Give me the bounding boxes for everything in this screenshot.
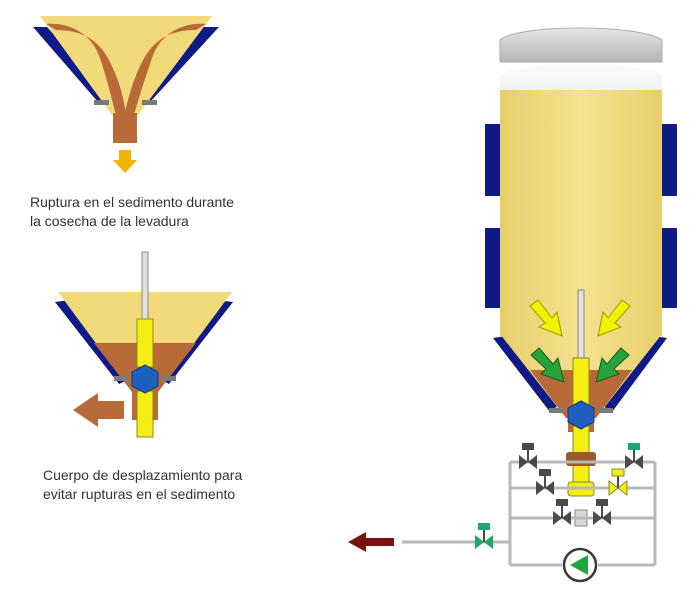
funnel-rupture: [33, 16, 219, 173]
cooling-jacket-mid-left: [485, 228, 500, 308]
valve-dark-lower-left[interactable]: [553, 499, 571, 525]
flow-arrow-yellow-right: [597, 299, 631, 337]
pump[interactable]: [562, 547, 598, 583]
cooling-jacket-mid-right: [662, 228, 677, 308]
flange-right-2: [162, 376, 176, 381]
valve-green-top-right[interactable]: [625, 443, 643, 469]
caption-displacement-body: Cuerpo de desplazamiento para evitar rup…: [43, 466, 283, 504]
valve-dark-mid-left[interactable]: [536, 469, 554, 495]
cone-flange-left: [549, 408, 563, 413]
flange-left-2: [114, 376, 128, 381]
pump-icon: [570, 555, 588, 575]
caption-bottom-line2: evitar rupturas en el sedimento: [43, 486, 236, 502]
foam-head: [500, 65, 662, 92]
harvest-arrow: [113, 150, 137, 173]
tank-displacer-shaft: [572, 357, 590, 407]
flow-arrow-green-left: [530, 347, 565, 383]
sediment-outflow-arrow: [73, 393, 124, 427]
tank-displacer-rod: [577, 289, 585, 363]
displacer-body: [131, 364, 159, 394]
outlet-pipe: [113, 113, 137, 143]
tank-displacer-body: [567, 400, 595, 430]
flow-arrow-yellow-left: [529, 299, 563, 337]
caption-top-line1: Ruptura en el sedimento durante: [30, 194, 234, 210]
cooling-jacket-upper-left: [485, 124, 500, 196]
caption-bottom-line1: Cuerpo de desplazamiento para: [43, 467, 243, 483]
cylindroconical-tank: [485, 27, 677, 527]
valve-dark-top-left[interactable]: [519, 443, 537, 469]
sediment-rupture: [46, 23, 126, 115]
valve-yellow-mid-right[interactable]: [608, 468, 628, 497]
cone-flange-right: [599, 408, 613, 413]
sediment-rupture-right: [124, 23, 206, 115]
caption-top-line2: la cosecha de la levadura: [30, 213, 189, 229]
flow-arrow-green-right: [595, 347, 630, 383]
displacer-shaft-bottom: [136, 390, 154, 438]
funnel-beer: [40, 16, 212, 115]
pipe-coupling-upper: [566, 452, 596, 466]
cone-jacket-right: [600, 336, 667, 412]
flange-left: [94, 100, 109, 105]
funnel-displacer: [55, 251, 233, 438]
valve-green-outlet[interactable]: [475, 523, 493, 549]
displacer-shaft-top: [136, 318, 154, 368]
cooling-jacket-upper-right: [662, 124, 677, 196]
valve-dark-lower-right[interactable]: [593, 499, 611, 525]
tank-dome: [499, 27, 663, 63]
cone-jacket-left: [493, 336, 560, 412]
outlet-arrow: [348, 532, 394, 552]
caption-sediment-rupture: Ruptura en el sedimento durante la cosec…: [30, 193, 270, 231]
displacer-rod: [141, 251, 149, 325]
flange-right: [142, 100, 157, 105]
